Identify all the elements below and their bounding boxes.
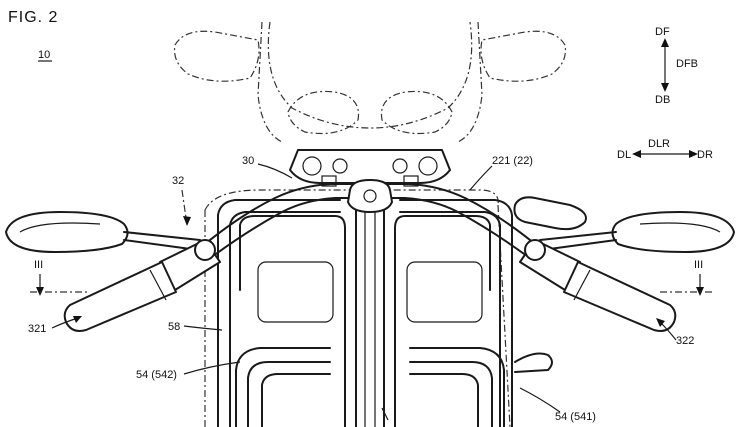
direction-indicator-horizontal: DLR DL DR [617, 138, 713, 161]
dir-front-label: DF [655, 26, 670, 38]
figure-ref-number: 10 [38, 49, 50, 61]
left-grip [63, 239, 221, 332]
figure-title: FIG. 2 [8, 9, 58, 26]
cover-phantom-outline [204, 189, 499, 211]
dir-right-label: DR [697, 149, 713, 161]
label-handlebar: 30 [242, 155, 254, 167]
dir-left-label: DL [617, 149, 631, 161]
label-left-grip: 321 [28, 323, 46, 335]
direction-indicator-vertical: DF DFB DB [655, 26, 698, 106]
label-frame-left: 58 [168, 321, 180, 333]
dir-front-back-label: DFB [676, 58, 698, 70]
left-mirror [5, 211, 201, 253]
cover-phantom-right [497, 204, 511, 427]
right-mirror [539, 211, 735, 253]
dir-left-right-label: DLR [648, 138, 670, 150]
body-panels [217, 199, 553, 427]
right-grip [513, 196, 677, 332]
label-left-mirror: 32 [172, 175, 184, 187]
handlebar-tube [199, 179, 541, 263]
label-section-right: III [694, 259, 703, 271]
handlebar-clamp [289, 149, 451, 187]
front-fairing-phantom [173, 21, 567, 143]
label-tank-right: 54 (541) [555, 411, 596, 423]
label-right-grip: 322 [676, 335, 694, 347]
dir-back-label: DB [655, 94, 670, 106]
label-section-left: III [34, 259, 43, 271]
label-cover: 221 (22) [492, 155, 533, 167]
label-tank-left: 54 (542) [136, 369, 177, 381]
